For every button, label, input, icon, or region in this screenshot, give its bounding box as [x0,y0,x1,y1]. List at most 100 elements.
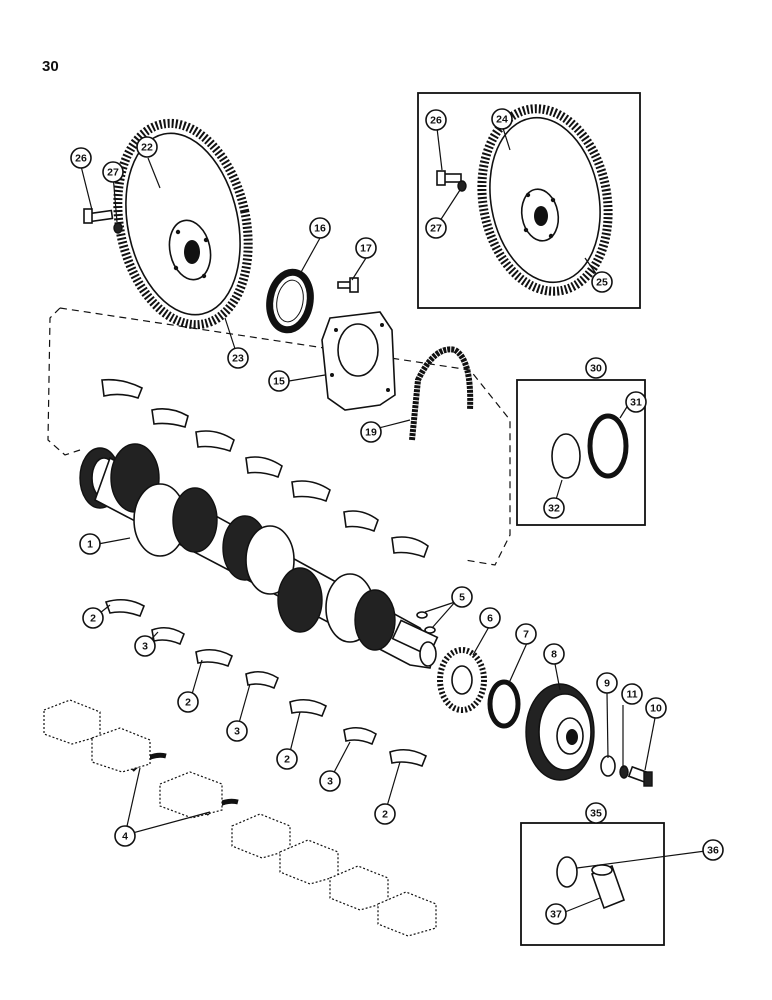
callout-label: 35 [590,808,602,820]
crankshaft-gear [437,647,487,713]
callout-label: 22 [141,142,153,154]
callout-label: 2 [90,613,96,625]
crankshaft [79,443,439,669]
flywheel-bolt-main [83,208,123,234]
callout-c25: 25 [591,271,613,293]
callouts: 1222233345678910111516171922232425262627… [70,108,724,925]
callout-c19: 19 [360,421,382,443]
callout-c16: 16 [309,217,331,239]
leader-lines [80,124,714,913]
callout-c17: 17 [355,237,377,259]
callout-label: 2 [185,697,191,709]
callout-label: 24 [496,114,508,126]
callout-label: 2 [382,809,388,821]
key-upper [416,611,428,619]
callout-label: 3 [142,641,148,653]
callout-label: 32 [548,503,560,515]
callout-label: 11 [626,689,637,701]
sleeve-installer [590,864,626,910]
callout-c26a: 26 [70,147,92,169]
callout-c26b: 26 [425,109,447,131]
callout-c3b: 3 [226,720,248,742]
main-bearing-caps [43,699,437,937]
callout-c7: 7 [515,623,537,645]
callout-label: 3 [234,726,240,738]
callout-label: 19 [365,427,377,439]
callout-c22: 22 [136,136,158,158]
callout-label: 17 [360,243,372,255]
key-lower [424,626,436,634]
callout-c3a: 3 [134,635,156,657]
callout-c32: 32 [543,497,565,519]
callout-c36: 36 [702,839,724,861]
front-seal [487,679,521,729]
callout-label: 16 [314,223,326,235]
callout-label: 25 [596,277,608,289]
damper-pulley [525,683,595,781]
lock-washer [619,765,629,779]
callout-c23: 23 [227,347,249,369]
upper-bearings [101,378,429,559]
retainer-bolt [337,277,359,293]
flywheel-main [113,118,253,330]
callout-label: 1 [87,539,93,551]
callout-label: 15 [273,376,285,388]
callout-c2a: 2 [82,607,104,629]
inset-box-seal-kit [516,379,646,526]
callout-c27b: 27 [425,217,447,239]
bearing-set-boundary [47,307,511,566]
callout-label: 6 [487,613,493,625]
callout-c24: 24 [491,108,513,130]
rear-seal [266,268,314,334]
wear-sleeve [551,433,581,479]
callout-label: 31 [630,397,642,409]
callout-c1: 1 [79,533,101,555]
pulley-bolt [627,765,653,787]
seal-retainer [321,311,396,411]
oil-seal [587,413,629,479]
callout-label: 8 [551,649,557,661]
callout-label: 30 [590,363,602,375]
callout-c6: 6 [479,607,501,629]
callout-c2b: 2 [177,691,199,713]
callout-label: 9 [604,678,610,690]
callout-c2c: 2 [276,748,298,770]
inset-box-flywheel [417,92,641,309]
callout-label: 27 [107,167,119,179]
callout-c35: 35 [585,802,607,824]
callout-label: 26 [75,153,87,165]
callout-c37: 37 [545,903,567,925]
callout-c4: 4 [114,825,136,847]
callout-c5: 5 [451,586,473,608]
callout-label: 23 [232,353,244,365]
callout-c15: 15 [268,370,290,392]
flywheel-inset [477,104,613,296]
callout-label: 2 [284,754,290,766]
callout-c3c: 3 [319,770,341,792]
callout-c30: 30 [585,357,607,379]
callout-label: 7 [523,629,529,641]
callout-label: 4 [122,831,128,843]
callout-label: 27 [430,223,442,235]
callout-label: 3 [327,776,333,788]
callout-c8: 8 [543,643,565,665]
callout-label: 37 [550,909,562,921]
callout-label: 36 [707,845,719,857]
callout-c31: 31 [625,391,647,413]
callout-c11: 11 [621,683,643,705]
callout-c2d: 2 [374,803,396,825]
callout-label: 10 [650,703,662,715]
inset-box-sleeve-kit [520,822,665,946]
callout-c27a: 27 [102,161,124,183]
sleeve [556,856,578,888]
lower-bearings [104,598,428,768]
callout-label: 26 [430,115,442,127]
callout-c10: 10 [645,697,667,719]
callout-c9: 9 [596,672,618,694]
flywheel-bolt-inset [436,170,467,192]
rope-seal [409,346,474,441]
callout-label: 5 [459,592,465,604]
pulley-washer [600,755,616,777]
page-number: 30 [42,58,59,75]
